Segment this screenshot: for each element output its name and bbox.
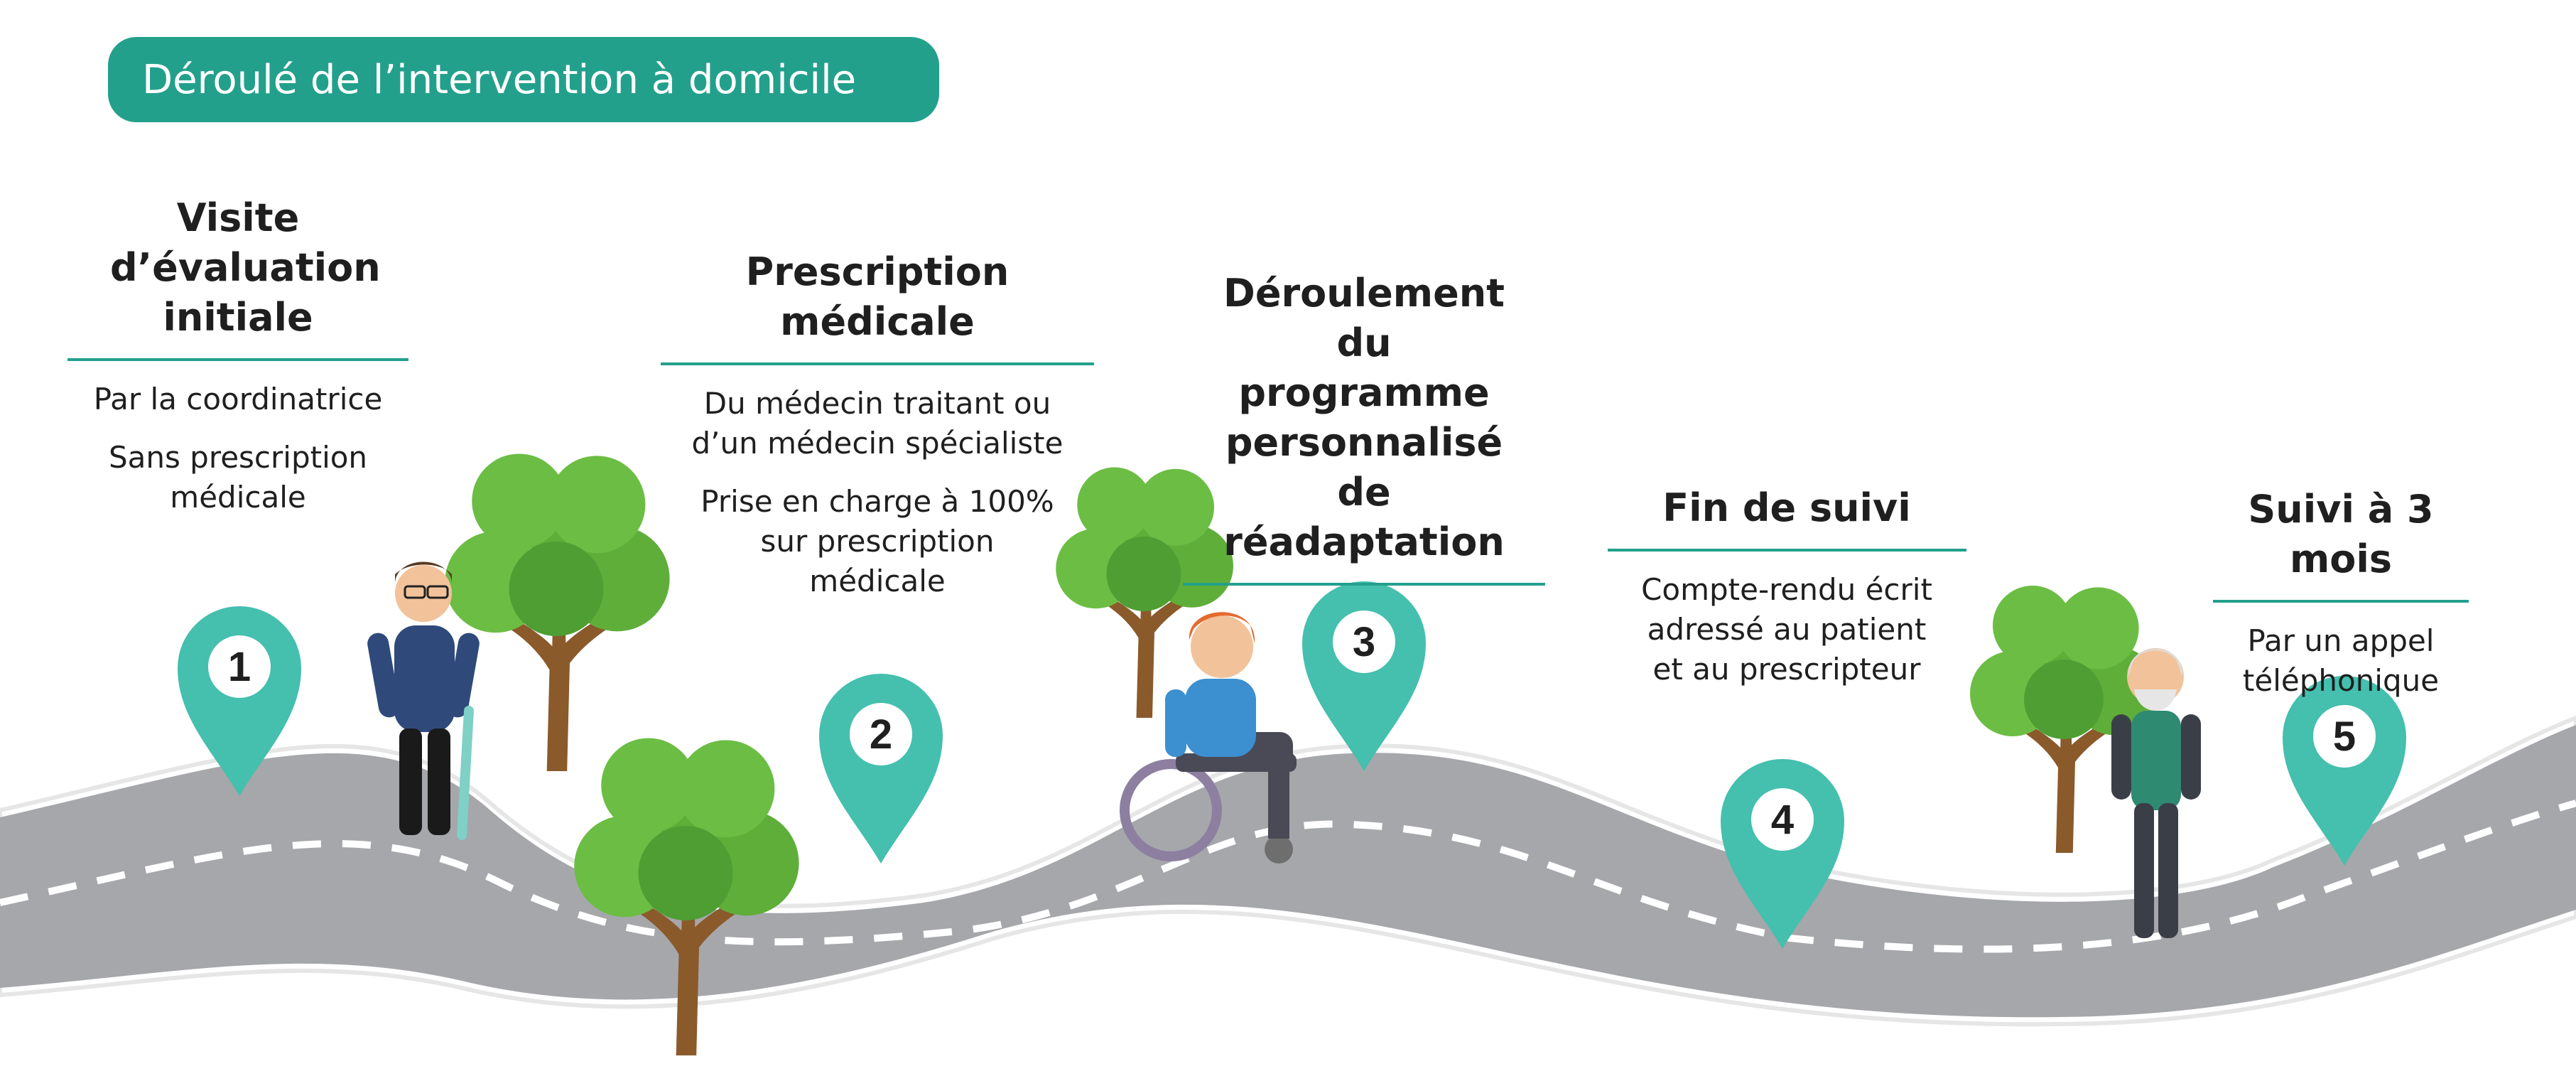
step-2-heading: Prescription médicale bbox=[745, 249, 1010, 344]
step-1: Visite d’évaluation initiale Par la coor… bbox=[64, 193, 412, 517]
pin-3-number: 3 bbox=[1353, 619, 1375, 665]
step-5: Suivi à 3 mois Par un appel téléphonique bbox=[2209, 485, 2472, 701]
step-1-heading: Visite d’évaluation initiale bbox=[110, 195, 381, 340]
step-2-divider bbox=[661, 362, 1094, 365]
step-4: Fin de suivi Compte-rendu écrit adressé … bbox=[1606, 483, 1968, 689]
step-1-desc-2: Sans prescription médicale bbox=[108, 440, 368, 515]
step-4-heading: Fin de suivi bbox=[1662, 485, 1911, 530]
step-2-desc-2: Prise en charge à 100% sur prescription … bbox=[700, 484, 1054, 598]
pin-2-number: 2 bbox=[870, 711, 892, 758]
pin-5-number: 5 bbox=[2333, 714, 2356, 760]
tree-4 bbox=[1970, 586, 2160, 853]
step-5-heading: Suivi à 3 mois bbox=[2248, 487, 2434, 581]
man-with-cane-figure bbox=[367, 561, 480, 840]
step-1-divider bbox=[67, 358, 408, 361]
pin-4-number: 4 bbox=[1771, 797, 1794, 843]
road-surface bbox=[0, 725, 2576, 1018]
pin-1: 1 bbox=[178, 606, 301, 796]
step-5-desc-1: Par un appel téléphonique bbox=[2242, 623, 2440, 698]
step-3-heading: Déroulement du programme personnalisé de… bbox=[1223, 271, 1505, 564]
road-center-line bbox=[0, 800, 2576, 953]
tree-1 bbox=[445, 453, 670, 771]
step-2-desc-1: Du médecin traitant ou d’un médecin spéc… bbox=[691, 386, 1064, 461]
step-5-divider bbox=[2213, 600, 2469, 603]
pin-5: 5 bbox=[2283, 676, 2406, 866]
page-title: Déroulé de l’intervention à domicile bbox=[142, 57, 857, 103]
wheelchair-user-figure bbox=[1120, 612, 1297, 864]
step-2: Prescription médicale Du médecin traitan… bbox=[657, 247, 1098, 601]
pin-1-number: 1 bbox=[228, 644, 251, 690]
step-4-desc-1: Compte-rendu écrit adressé au patient et… bbox=[1641, 572, 1932, 687]
step-3: Déroulement du programme personnalisé de… bbox=[1183, 269, 1545, 604]
elderly-man-figure bbox=[2111, 648, 2201, 938]
step-3-divider bbox=[1183, 583, 1545, 586]
pin-2: 2 bbox=[819, 674, 943, 864]
pin-3: 3 bbox=[1302, 581, 1426, 771]
title-banner: Déroulé de l’intervention à domicile bbox=[108, 37, 939, 122]
step-1-desc-1: Par la coordinatrice bbox=[93, 382, 383, 416]
step-4-divider bbox=[1607, 549, 1966, 552]
pin-4: 4 bbox=[1721, 759, 1844, 949]
